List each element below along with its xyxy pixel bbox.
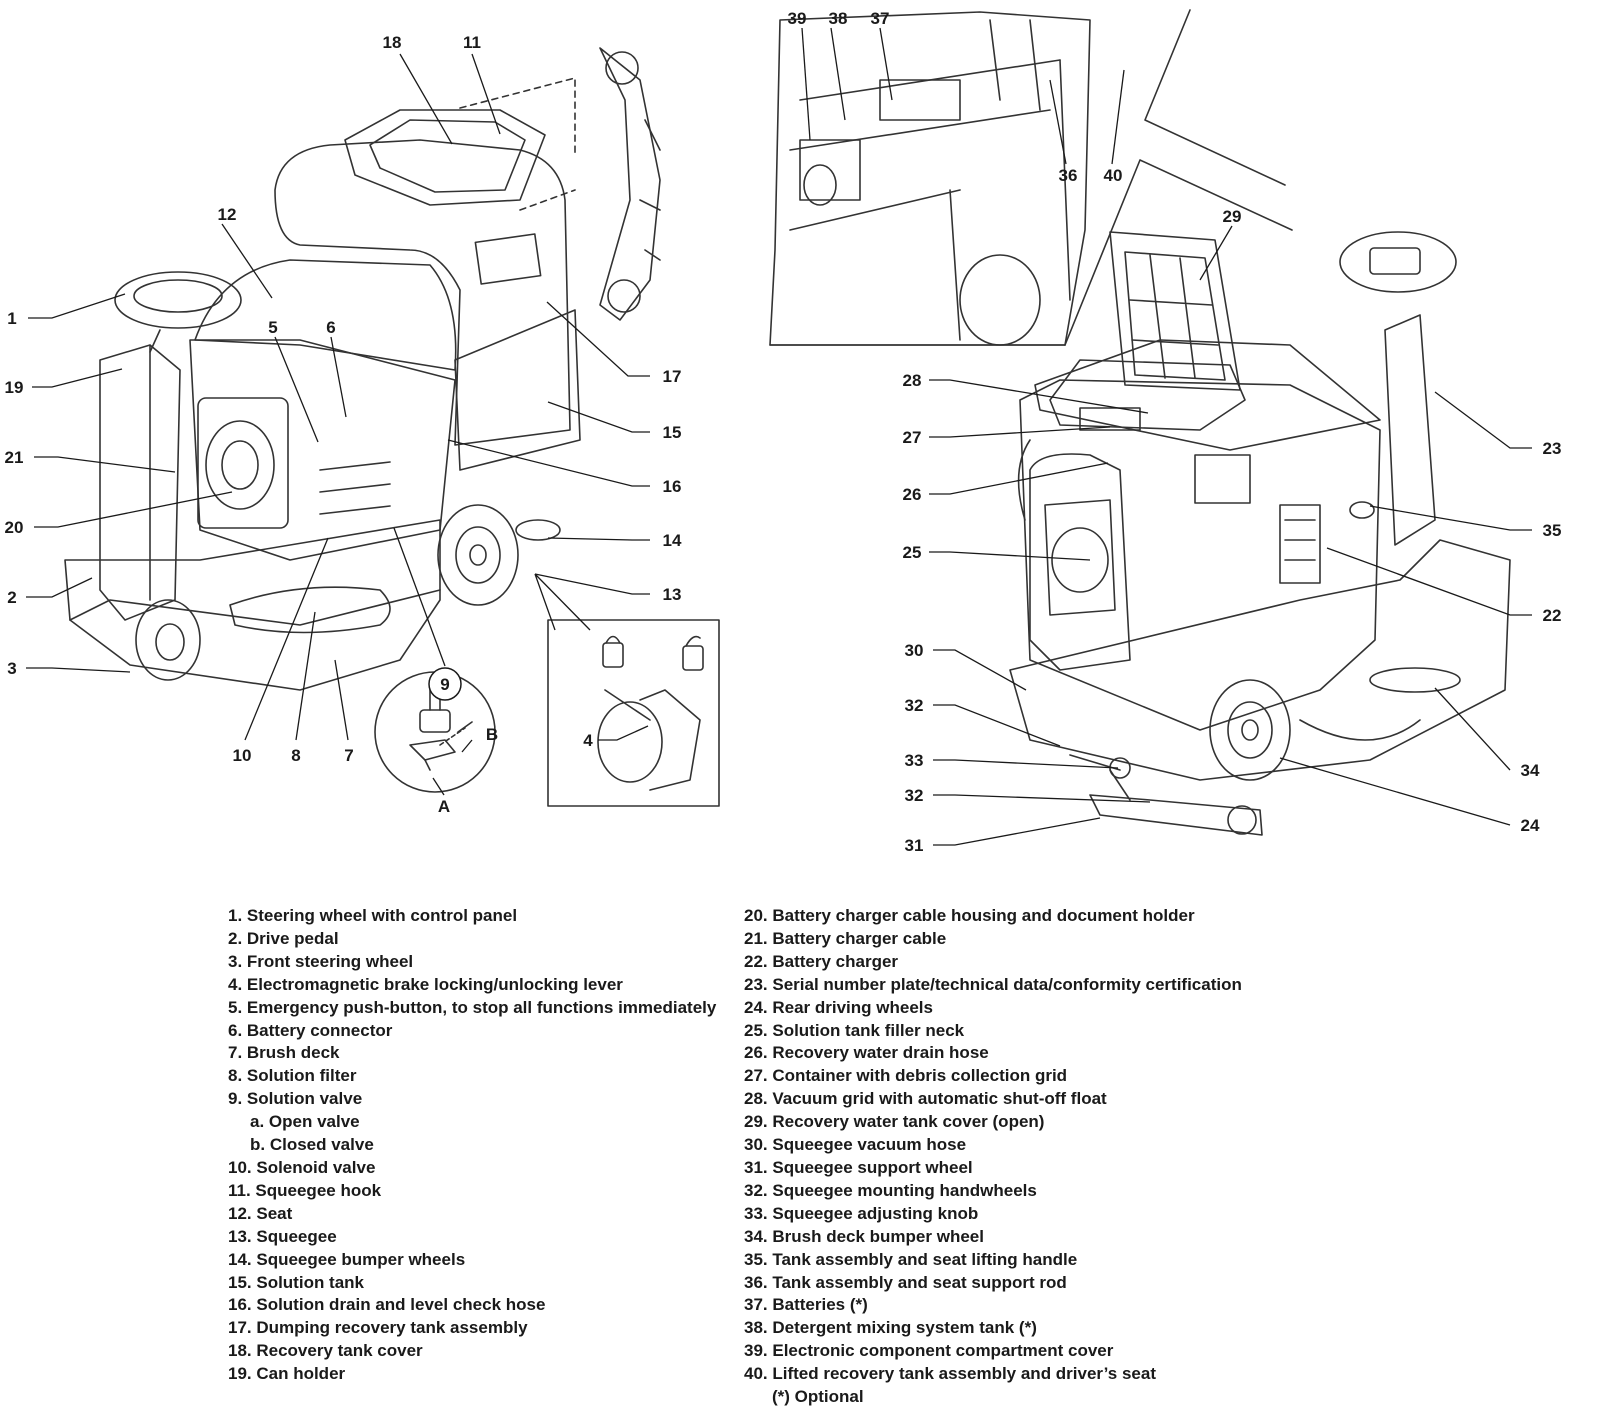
legend-item: 19. Can holder [228,1364,346,1384]
legend-item: 28. Vacuum grid with automatic shut-off … [744,1089,1107,1109]
callout-12: 12 [218,205,237,224]
legend-item: 25. Solution tank filler neck [744,1020,965,1040]
callout-25: 25 [903,543,922,562]
legend-item: 5. Emergency push-button, to stop all fu… [228,997,717,1017]
left-machine-drawing [64,47,661,691]
legend-subitem: b. Closed valve [250,1135,374,1155]
valve-label-b: B [486,725,498,744]
callout-39: 39 [788,9,807,28]
callout-8: 8 [291,746,300,765]
legend-item: 33. Squeegee adjusting knob [744,1203,979,1223]
callout-26: 26 [903,485,922,504]
callout-11: 11 [463,33,481,52]
callout-1: 1 [7,309,16,328]
callout-33: 33 [905,751,924,770]
callout-15: 15 [663,423,682,442]
legend-item: 26. Recovery water drain hose [744,1043,989,1063]
legend-item: 21. Battery charger cable [744,928,947,948]
valve-label-a: A [438,797,450,816]
legend-item: 14. Squeegee bumper wheels [228,1249,466,1269]
callout-31: 31 [905,836,924,855]
callout-32b: 32 [905,786,924,805]
legend-item: 36. Tank assembly and seat support rod [744,1272,1067,1292]
legend-item: 13. Squeegee [228,1226,337,1246]
callout-3: 3 [7,659,16,678]
legend-item: 10. Solenoid valve [228,1157,376,1177]
machine-diagram: 1 19 21 20 2 3 12 18 11 5 6 17 15 16 14 … [5,9,1562,855]
callout-34: 34 [1521,761,1540,780]
legend-item: 37. Batteries (*) [744,1295,868,1315]
brake-detail [547,619,720,807]
legend-item: 8. Solution filter [228,1066,357,1086]
legend-item: 40. Lifted recovery tank assembly and dr… [744,1364,1156,1384]
legend-subitem: a. Open valve [250,1112,360,1132]
legend-item: 30. Squeegee vacuum hose [744,1135,967,1155]
callout-6: 6 [326,318,335,337]
callout-14: 14 [663,531,682,550]
callout-4: 4 [583,731,593,750]
legend-right-column: 20. Battery charger cable housing and do… [744,905,1304,1409]
legend-item: 39. Electronic component compartment cov… [744,1341,1114,1361]
callout-18: 18 [383,33,402,52]
legend-item: 11. Squeegee hook [228,1180,382,1200]
legend-item: 35. Tank assembly and seat lifting handl… [744,1249,1078,1269]
callout-40: 40 [1104,166,1123,185]
callout-2: 2 [7,588,16,607]
legend-item: 6. Battery connector [228,1020,393,1040]
callout-24: 24 [1521,816,1540,835]
legend-item: 2. Drive pedal [228,928,339,948]
legend-item: 9. Solution valve [228,1089,363,1109]
legend-item: 24. Rear driving wheels [744,997,933,1017]
legend-left-column: 1. Steering wheel with control panel 2. … [228,905,748,1386]
callout-16: 16 [663,477,682,496]
callout-35: 35 [1543,521,1562,540]
legend-item: 29. Recovery water tank cover (open) [744,1112,1045,1132]
right-machine-drawing [1009,231,1511,836]
callout-9: 9 [440,675,449,694]
inset-detail [769,11,1091,346]
legend-item: 22. Battery charger [744,951,899,971]
callout-38: 38 [829,9,848,28]
callout-30: 30 [905,641,924,660]
callout-22: 22 [1543,606,1562,625]
callout-29: 29 [1223,207,1242,226]
legend-item: 23. Serial number plate/technical data/c… [744,974,1242,994]
callout-32a: 32 [905,696,924,715]
legend-optional-note: (*) Optional [772,1387,864,1407]
legend-item: 17. Dumping recovery tank assembly [228,1318,528,1338]
callout-5: 5 [268,318,277,337]
callout-21: 21 [5,448,24,467]
legend-item: 16. Solution drain and level check hose [228,1295,546,1315]
callout-17: 17 [663,367,682,386]
callout-27: 27 [903,428,922,447]
legend-item: 1. Steering wheel with control panel [228,906,518,925]
legend-item: 34. Brush deck bumper wheel [744,1226,984,1246]
legend-item: 31. Squeegee support wheel [744,1157,973,1177]
legend-item: 12. Seat [228,1203,293,1223]
callout-36: 36 [1059,166,1078,185]
callout-19: 19 [5,378,24,397]
callout-37: 37 [871,9,890,28]
callout-10: 10 [233,746,252,765]
legend-item: 20. Battery charger cable housing and do… [744,906,1195,925]
legend-item: 18. Recovery tank cover [228,1341,423,1361]
callout-13: 13 [663,585,682,604]
legend-item: 32. Squeegee mounting handwheels [744,1180,1037,1200]
legend-item: 7. Brush deck [228,1043,340,1063]
legend-item: 3. Front steering wheel [228,951,414,971]
callout-28: 28 [903,371,922,390]
legend-item: 15. Solution tank [228,1272,365,1292]
callout-7: 7 [344,746,353,765]
legend-item: 4. Electromagnetic brake locking/unlocki… [228,974,623,994]
callout-20: 20 [5,518,24,537]
legend-item: 27. Container with debris collection gri… [744,1066,1068,1086]
callout-23: 23 [1543,439,1562,458]
legend-item: 38. Detergent mixing system tank (*) [744,1318,1037,1338]
